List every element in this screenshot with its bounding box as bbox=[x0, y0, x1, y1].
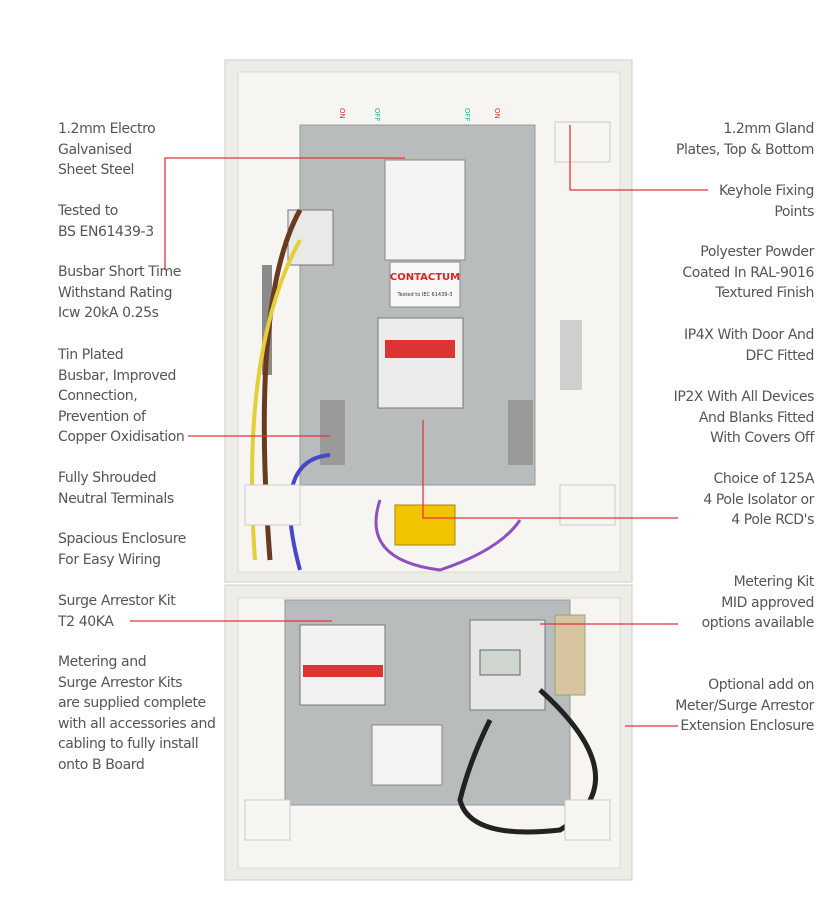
lower-bracket-right bbox=[564, 799, 611, 841]
bracket-right bbox=[559, 484, 616, 526]
isolator-handles bbox=[385, 340, 455, 358]
label-metering-kit: Metering Kit MID approved options availa… bbox=[701, 574, 815, 631]
switch-mark-off: OFF bbox=[373, 108, 381, 122]
ct-cable bbox=[457, 688, 598, 835]
mcb-devices bbox=[384, 159, 466, 261]
label-extension: Optional add on Meter/Surge Arrestor Ext… bbox=[675, 677, 814, 734]
switch-mark-off-2: OFF bbox=[463, 108, 471, 122]
label-ip2x: IP2X With All Devices And Blanks Fitted … bbox=[673, 389, 815, 446]
label-gland-plates: 1.2mm Gland Plates, Top & Bottom bbox=[675, 121, 814, 158]
top-gland-plate-right bbox=[554, 121, 611, 163]
label-sheet-steel: 1.2mm Electro Galvanised Sheet Steel bbox=[58, 121, 156, 178]
four-pole-isolator bbox=[377, 317, 464, 409]
terminal-strip bbox=[560, 320, 582, 390]
label-tin-plated: Tin Plated Busbar, Improved Connection, … bbox=[58, 347, 185, 445]
leader-busbar-rating bbox=[164, 157, 405, 270]
warning-label bbox=[394, 504, 456, 546]
leader-lines bbox=[130, 125, 708, 727]
isolator-caption: Tested to IEC 61439-3 bbox=[397, 292, 453, 298]
label-isolator-choice: Choice of 125A 4 Pole Isolator or 4 Pole… bbox=[703, 471, 814, 528]
label-neutral-terminals: Fully Shrouded Neutral Terminals bbox=[58, 470, 174, 507]
label-kits-supplied: Metering and Surge Arrestor Kits are sup… bbox=[58, 654, 216, 773]
lower-bracket-left bbox=[244, 799, 291, 841]
label-busbar-rating: Busbar Short Time Withstand Rating Icw 2… bbox=[58, 264, 181, 321]
label-spacious: Spacious Enclosure For Easy Wiring bbox=[58, 531, 187, 568]
neutral-terminals-right bbox=[508, 400, 533, 465]
surge-arrestor-red-band bbox=[303, 665, 383, 677]
meter-terminals bbox=[554, 614, 586, 696]
label-surge-kit: Surge Arrestor Kit T2 40KA bbox=[58, 593, 176, 630]
leader-keyhole bbox=[569, 125, 708, 191]
meter-display bbox=[479, 649, 521, 676]
label-tested: Tested to BS EN61439-3 bbox=[58, 203, 154, 240]
switch-mark-on: ON bbox=[338, 108, 346, 119]
switch-mark-on-2: ON bbox=[493, 108, 501, 119]
current-transformer bbox=[371, 724, 443, 786]
data-cable bbox=[374, 499, 522, 572]
brand-logo: CONTACTUM bbox=[390, 272, 460, 283]
label-powder-coat: Polyester Powder Coated In RAL-9016 Text… bbox=[682, 244, 814, 301]
earth-bar bbox=[262, 265, 272, 375]
label-keyhole: Keyhole Fixing Points bbox=[718, 183, 814, 220]
bracket-left bbox=[244, 484, 301, 526]
contactum-label bbox=[389, 261, 461, 308]
label-ip4x: IP4X With Door And DFC Fitted bbox=[683, 327, 814, 364]
leader-isolator bbox=[422, 420, 678, 519]
